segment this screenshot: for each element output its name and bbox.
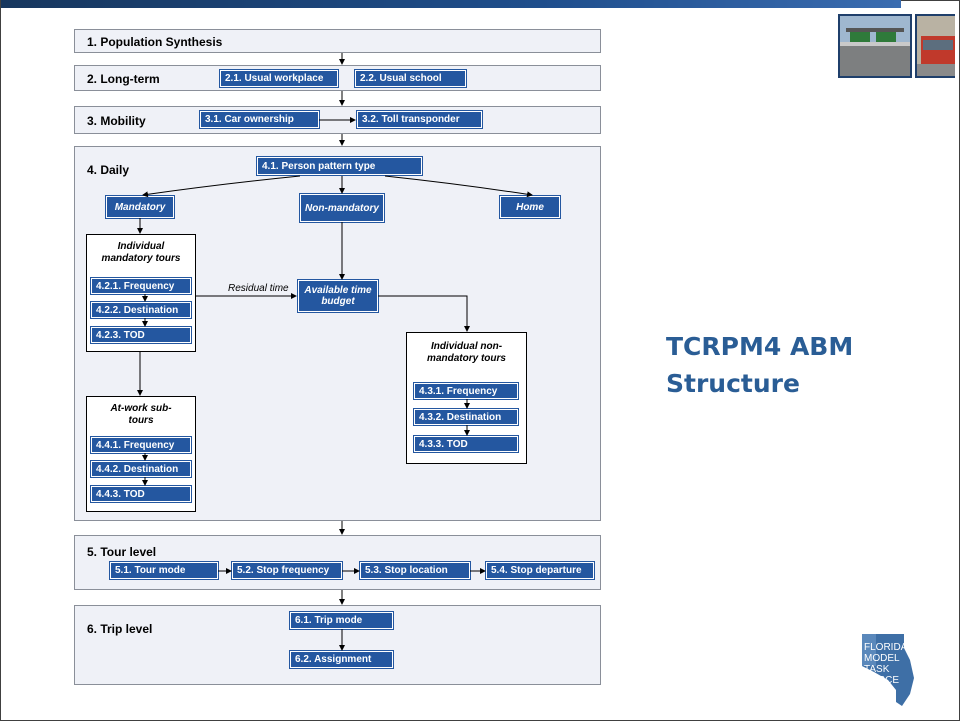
bus-photo — [915, 14, 955, 78]
box-usual-workplace: 2.1. Usual workplace — [219, 69, 339, 88]
logo-line: TASK — [864, 664, 890, 675]
label-residual-time: Residual time — [228, 283, 289, 294]
stage-population-synthesis: 1. Population Synthesis — [74, 29, 601, 53]
group-title: Individual mandatory tours — [101, 241, 181, 264]
box-assignment: 6.2. Assignment — [289, 650, 394, 669]
stage-title: 6. Trip level — [87, 622, 153, 636]
box-toll-transponder: 3.2. Toll transponder — [356, 110, 483, 129]
group-title: Individual non-mandatory tours — [427, 341, 506, 364]
logo-line: MODEL — [864, 653, 900, 664]
box-tour-mode: 5.1. Tour mode — [109, 561, 219, 580]
stage-title: 5. Tour level — [87, 545, 157, 559]
slide-title: TCRPM4 ABM Structure — [666, 328, 926, 402]
box-at-work-tod: 4.4.3. TOD — [90, 485, 192, 503]
slide-title-line-1: TCRPM4 ABM — [666, 332, 854, 361]
stage-mobility: 3. Mobility — [74, 106, 601, 134]
group-title: At-work sub-tours — [110, 403, 172, 426]
box-trip-mode: 6.1. Trip mode — [289, 611, 394, 630]
box-person-pattern-type: 4.1. Person pattern type — [256, 156, 423, 176]
box-mandatory-frequency: 4.2.1. Frequency — [90, 277, 192, 295]
box-car-ownership: 3.1. Car ownership — [199, 110, 320, 129]
header-bar — [1, 0, 901, 8]
box-mandatory-tod: 4.2.3. TOD — [90, 326, 192, 344]
box-available-time-budget: Available time budget — [297, 279, 379, 313]
stage-title: 4. Daily — [87, 163, 130, 177]
stage-title: 1. Population Synthesis — [87, 35, 223, 49]
box-home: Home — [499, 195, 561, 219]
box-stop-location: 5.3. Stop location — [359, 561, 471, 580]
box-stop-departure: 5.4. Stop departure — [485, 561, 595, 580]
box-stop-frequency: 5.2. Stop frequency — [231, 561, 343, 580]
slide-title-line-2: Structure — [666, 369, 800, 398]
box-non-mandatory-destination: 4.3.2. Destination — [413, 408, 519, 426]
highway-photo — [838, 14, 912, 78]
box-non-mandatory: Non-mandatory — [299, 193, 385, 223]
box-usual-school: 2.2. Usual school — [354, 69, 467, 88]
logo-line: FLORIDA — [864, 642, 908, 653]
stage-title: 3. Mobility — [87, 114, 146, 128]
box-at-work-frequency: 4.4.1. Frequency — [90, 436, 192, 454]
box-mandatory: Mandatory — [105, 195, 175, 219]
stage-title: 2. Long-term — [87, 72, 160, 86]
logo-line: FORCE — [864, 675, 899, 686]
box-at-work-destination: 4.4.2. Destination — [90, 460, 192, 478]
box-non-mandatory-tod: 4.3.3. TOD — [413, 435, 519, 453]
box-mandatory-destination: 4.2.2. Destination — [90, 301, 192, 319]
florida-model-task-force-logo: FLORIDA MODEL TASK FORCE — [852, 630, 918, 710]
box-non-mandatory-frequency: 4.3.1. Frequency — [413, 382, 519, 400]
